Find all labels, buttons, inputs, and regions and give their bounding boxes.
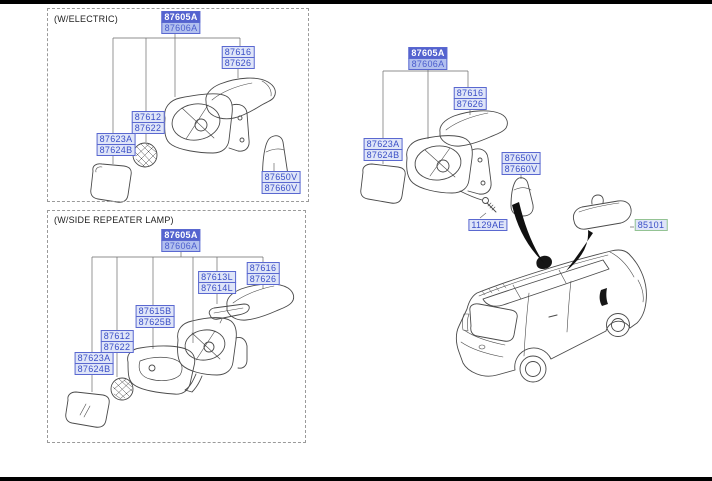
section-side-repeater-title: (W/SIDE REPEATER LAMP) [54,215,174,225]
s2-mirror-housing-drawing [177,317,248,393]
part-number: 87624B [363,149,403,161]
s2-side-repeater-lamp-drawing [208,303,250,324]
s3-upper-cover-drawing [439,110,508,147]
part-label-s1-actuator[interactable]: 87612 87622 [131,111,165,134]
part-number: 87614L [198,282,236,294]
s3-bolt-drawing [482,197,497,213]
part-number: 87606A [161,22,201,34]
part-number: 87626 [246,273,280,285]
part-number: 87625B [135,316,175,328]
part-label-s3-bolt[interactable]: 1129AE [468,219,508,231]
s3-mirror-housing-drawing [406,135,492,201]
part-label-s2-holder[interactable]: 87615B 87625B [135,305,175,328]
part-number: 1129AE [468,219,508,231]
part-label-s2-mirror-glass[interactable]: 87623A 87624B [74,352,114,375]
part-label-s2-actuator[interactable]: 87612 87622 [100,330,134,353]
part-number: 87616 [221,46,255,58]
bottom-frame-bar [0,477,712,481]
part-label-s3-upper-cover[interactable]: 87616 87626 [453,87,487,110]
s2-mirror-holder-frame-drawing [127,345,196,395]
s1-upper-cover-drawing [205,77,276,120]
part-number: 87660V [501,163,541,175]
part-label-s1-mirror-glass[interactable]: 87623A 87624B [96,133,136,156]
section-electric-box [47,8,309,202]
s2-upper-cover-drawing [226,283,295,321]
s2-mirror-glass-drawing [65,391,110,428]
part-number: 87624B [96,144,136,156]
part-label-s2-lamp-bracket[interactable]: 87613L 87614L [198,271,236,294]
part-label-s1-lower-cover[interactable]: 87650V 87660V [261,171,301,194]
part-number: 85101 [634,219,668,231]
part-number: 87622 [100,341,134,353]
top-frame-bar [0,0,712,4]
car-drawing [455,249,647,383]
part-number: 87626 [221,57,255,69]
part-label-interior-mirror[interactable]: 85101 [634,219,668,231]
part-label-s3-lower-cover[interactable]: 87650V 87660V [501,152,541,175]
part-label-s2-mirror-assembly[interactable]: 87605A 87606A [161,229,201,252]
arrow-to-door-mirror [512,202,544,263]
s3-mirror-glass-drawing [360,163,406,204]
interior-rearview-mirror-drawing [572,194,632,230]
section-electric-title: (W/ELECTRIC) [54,14,118,24]
parts-art [65,77,647,428]
part-number: 87660V [261,182,301,194]
s2-mirror-actuator-drawing [110,377,134,401]
part-label-s2-upper-cover[interactable]: 87616 87626 [246,262,280,285]
part-number: 87622 [131,122,165,134]
part-number: 87626 [453,98,487,110]
part-label-s1-upper-cover[interactable]: 87616 87626 [221,46,255,69]
part-number: 87606A [408,58,448,70]
arrow-to-windshield [566,230,593,271]
part-number: 87605A [161,11,201,23]
part-number: 87606A [161,240,201,252]
part-number: 87624B [74,363,114,375]
part-label-s3-mirror-glass[interactable]: 87623A 87624B [363,138,403,161]
pointer-arrows [512,202,593,271]
part-label-s3-mirror-assembly[interactable]: 87605A 87606A [408,47,448,70]
section-side-repeater-box [47,210,306,443]
part-label-s1-mirror-assembly[interactable]: 87605A 87606A [161,11,201,34]
s1-mirror-glass-drawing [90,163,132,203]
